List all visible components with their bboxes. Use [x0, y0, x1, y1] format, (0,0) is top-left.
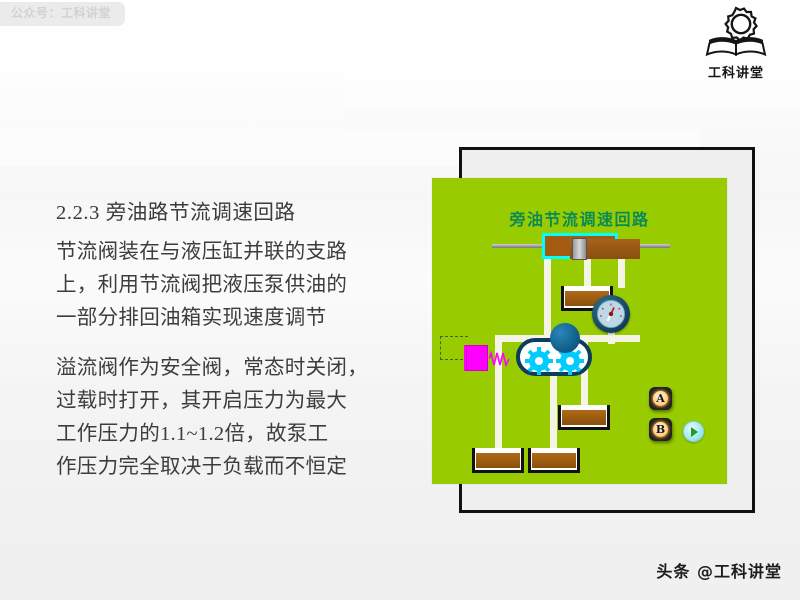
- pipe-gauge-feed: [608, 326, 615, 344]
- paragraph-1: 节流阀装在与液压缸并联的支路 上，利用节流阀把液压泵供油的 一部分排回油箱实现速…: [56, 236, 406, 335]
- cylinder-fluid: [570, 239, 640, 259]
- paragraph-2-line: 过载时打开，其开启压力为最大: [56, 390, 348, 412]
- watermark-bottom-right: 头条 @工科讲堂: [656, 562, 782, 581]
- gear-book-icon: [705, 6, 767, 57]
- paragraph-1-line: 节流阀装在与液压缸并联的支路: [56, 241, 348, 263]
- pipe-riser-right: [618, 256, 625, 288]
- tank-bottom-left: [472, 448, 524, 473]
- tank-oil-level: [476, 453, 520, 468]
- logo-caption: 工科讲堂: [707, 66, 764, 81]
- paragraph-1-line: 一部分排回油箱实现速度调节: [56, 307, 327, 329]
- pressure-gauge[interactable]: [592, 295, 630, 333]
- hydraulic-cylinder[interactable]: [492, 233, 670, 260]
- spring-icon: [489, 351, 510, 367]
- background-band-upper: [0, 35, 344, 130]
- paragraph-2-line: 溢流阀作为安全阀，常态时关闭，: [56, 357, 368, 379]
- relief-valve-pilot-line: [440, 336, 468, 360]
- button-b-label: B: [653, 422, 668, 437]
- hydraulic-circuit-panel: 旁油节流调速回路: [432, 178, 727, 484]
- relief-valve-body: [466, 345, 488, 371]
- play-icon: [691, 426, 698, 437]
- paragraph-2-line: 工作压力的1.1~1.2倍，故泵工: [56, 423, 329, 445]
- button-a-label: A: [653, 391, 668, 406]
- play-button[interactable]: [683, 421, 704, 442]
- paragraph-2-line: 作压力完全取决于负载而不恒定: [56, 456, 348, 478]
- tank-oil-level: [532, 453, 576, 468]
- cylinder-piston: [572, 238, 587, 260]
- cylinder-barrel: [542, 233, 640, 260]
- pipe-junction: [550, 323, 580, 353]
- button-a[interactable]: A: [649, 387, 672, 410]
- pipe-riser-left: [544, 256, 551, 348]
- page-title: 2.2.3 旁油路节流调速回路: [56, 202, 296, 224]
- button-b[interactable]: B: [649, 418, 672, 441]
- circuit-title: 旁油节流调速回路: [509, 210, 650, 229]
- tank-bottom-center: [528, 448, 580, 473]
- gauge-face-icon: [597, 300, 625, 328]
- pipe-relief-horizontal: [495, 335, 535, 342]
- pipe-pump-drop: [550, 374, 557, 450]
- brand-logo: 工科讲堂: [690, 4, 782, 84]
- watermark-top-left: 公众号：工科讲堂: [0, 2, 126, 26]
- tank-oil-level: [562, 410, 606, 425]
- cylinder-rod-right: [612, 244, 670, 248]
- gear-icon: [525, 347, 553, 375]
- cylinder-rod-left: [492, 244, 548, 248]
- slide-text-column: 2.2.3 旁油路节流调速回路 节流阀装在与液压缸并联的支路 上，利用节流阀把液…: [56, 196, 406, 484]
- pipe-tank-top-drop: [584, 256, 591, 288]
- relief-valve[interactable]: [440, 336, 512, 376]
- pipe-left-vertical: [495, 335, 502, 450]
- tank-mid-right: [558, 405, 610, 430]
- paragraph-1-line: 上，利用节流阀把液压泵供油的: [56, 274, 348, 296]
- paragraph-2: 溢流阀作为安全阀，常态时关闭， 过载时打开，其开启压力为最大 工作压力的1.1~…: [56, 352, 406, 484]
